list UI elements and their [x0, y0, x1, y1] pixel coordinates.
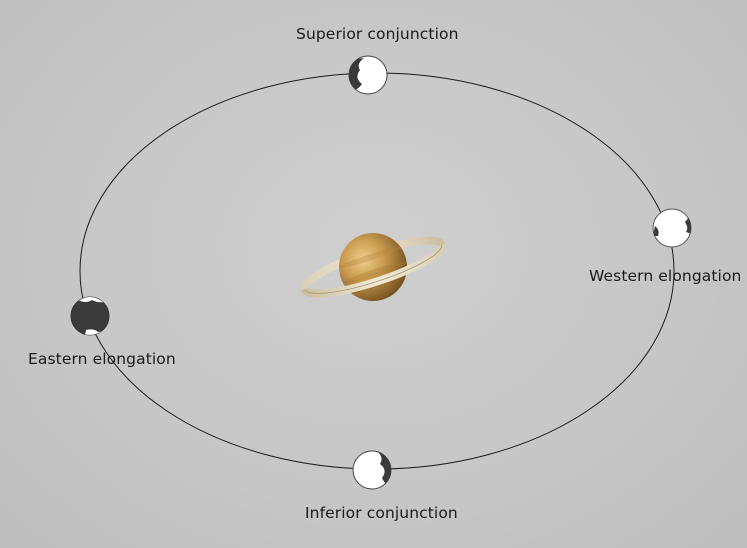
moon-inferior-conjunction	[352, 450, 392, 490]
label-eastern-elongation: Eastern elongation	[28, 350, 176, 368]
moon-superior-conjunction	[348, 55, 388, 95]
label-western-elongation: Western elongation	[589, 267, 742, 285]
moon-western-elongation	[652, 208, 692, 248]
central-planet	[300, 233, 446, 301]
label-superior-conjunction: Superior conjunction	[296, 25, 459, 43]
moon-eastern-elongation	[70, 296, 110, 336]
label-inferior-conjunction: Inferior conjunction	[305, 504, 458, 522]
